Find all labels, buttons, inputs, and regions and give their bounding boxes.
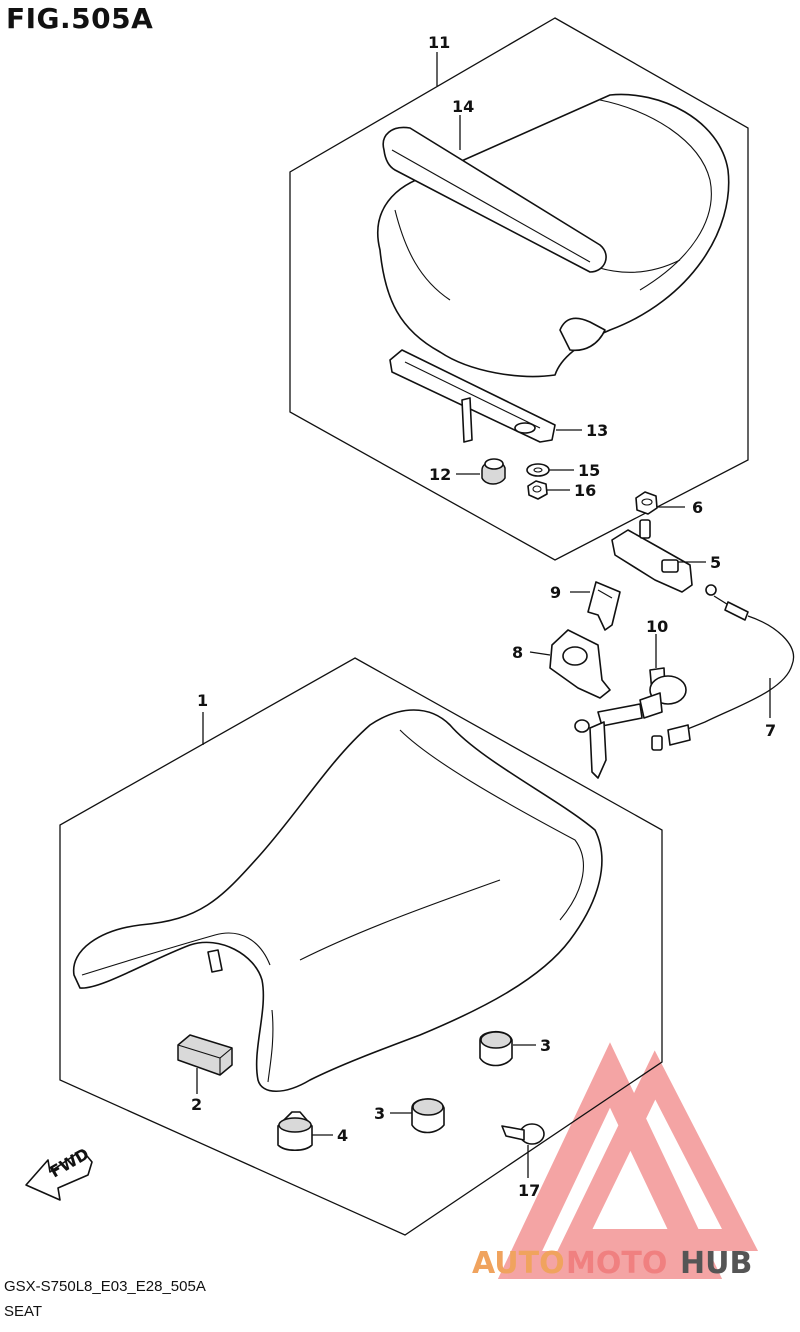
callout-15: 15 <box>578 461 600 480</box>
part-3-cushion-upper <box>479 1030 513 1067</box>
figure-code: GSX-S750L8_E03_E28_505A <box>4 1278 206 1295</box>
front-seat <box>72 709 603 1092</box>
part-2-pad <box>177 1034 233 1076</box>
callouts: 11 14 13 12 15 16 6 5 9 8 10 7 1 2 3 3 4… <box>191 33 776 1200</box>
callout-16: 16 <box>574 481 596 500</box>
part-15-washer <box>526 463 550 477</box>
part-16-nut <box>527 480 548 500</box>
upper-assembly-outline <box>289 17 749 561</box>
callout-1: 1 <box>197 691 208 710</box>
figure-caption: SEAT <box>4 1303 43 1320</box>
part-6-nut <box>635 491 658 515</box>
part-3-cushion-lower <box>411 1098 445 1134</box>
watermark-auto: AUTO <box>472 1246 565 1281</box>
part-5-latch <box>611 519 693 593</box>
part-12-knob <box>481 458 506 485</box>
callout-6: 6 <box>692 498 703 517</box>
callout-14: 14 <box>452 97 474 116</box>
callout-7: 7 <box>765 721 776 740</box>
callout-11: 11 <box>428 33 450 52</box>
watermark-moto: MOTO <box>566 1246 667 1281</box>
lower-assembly-outline <box>59 657 663 1236</box>
figure-title: FIG.505A <box>6 2 154 35</box>
callout-10: 10 <box>646 617 668 636</box>
seat-bracket <box>389 349 556 443</box>
part-8-bracket <box>549 629 611 699</box>
leader-lines <box>196 52 771 1178</box>
watermark-hub: HUB <box>680 1246 752 1281</box>
part-10-lock <box>574 667 687 779</box>
watermark-text: AUTO MOTO HUB <box>472 1246 752 1281</box>
callout-3-upper: 3 <box>540 1036 551 1055</box>
part-9-clip <box>587 581 621 631</box>
callout-8: 8 <box>512 643 523 662</box>
callout-13: 13 <box>586 421 608 440</box>
part-4-stopper <box>277 1111 313 1152</box>
grab-strap <box>382 126 607 273</box>
callout-17: 17 <box>518 1181 540 1200</box>
part-7-cable <box>651 584 795 751</box>
watermark-logo <box>497 1042 759 1279</box>
callout-12: 12 <box>429 465 451 484</box>
callout-2: 2 <box>191 1095 202 1114</box>
callout-9: 9 <box>550 583 561 602</box>
callout-5: 5 <box>710 553 721 572</box>
part-17-bolt <box>501 1123 545 1145</box>
callout-3-lower: 3 <box>374 1104 385 1123</box>
fwd-arrow: FWD <box>25 1144 93 1201</box>
callout-4: 4 <box>337 1126 348 1145</box>
